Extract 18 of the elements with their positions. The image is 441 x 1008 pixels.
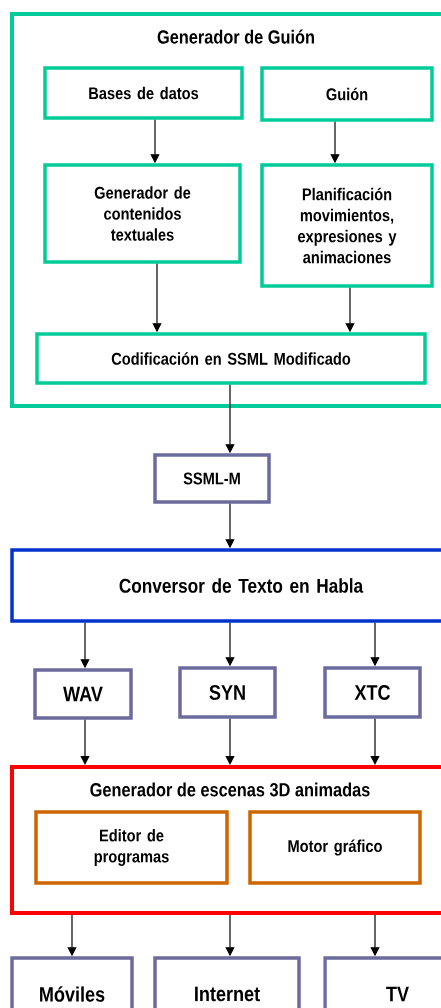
output-box: TV bbox=[323, 956, 441, 1008]
process-box: Conversor de Texto en Habla bbox=[10, 548, 441, 623]
arrow bbox=[225, 718, 235, 765]
process-box: Generador de contenidos textuales bbox=[43, 163, 242, 264]
data-box: WAV bbox=[33, 668, 133, 720]
output-box: Internet bbox=[153, 956, 301, 1008]
process-box: Bases de datos bbox=[43, 66, 244, 120]
data-box: XTC bbox=[323, 666, 422, 719]
process-box: Motor gráfico bbox=[248, 810, 422, 885]
data-box: SYN bbox=[178, 666, 277, 719]
arrow bbox=[80, 719, 90, 765]
process-box: Guión bbox=[260, 66, 434, 122]
process-box: Editor de programas bbox=[34, 810, 229, 885]
process-box: Planificación movimientos, expresiones y animaciones bbox=[260, 163, 434, 288]
data-box: SSML-M bbox=[153, 453, 271, 504]
process-box: Codificación en SSML Modificado bbox=[35, 332, 427, 385]
output-box: Móviles bbox=[10, 956, 134, 1008]
arrow bbox=[370, 718, 380, 765]
